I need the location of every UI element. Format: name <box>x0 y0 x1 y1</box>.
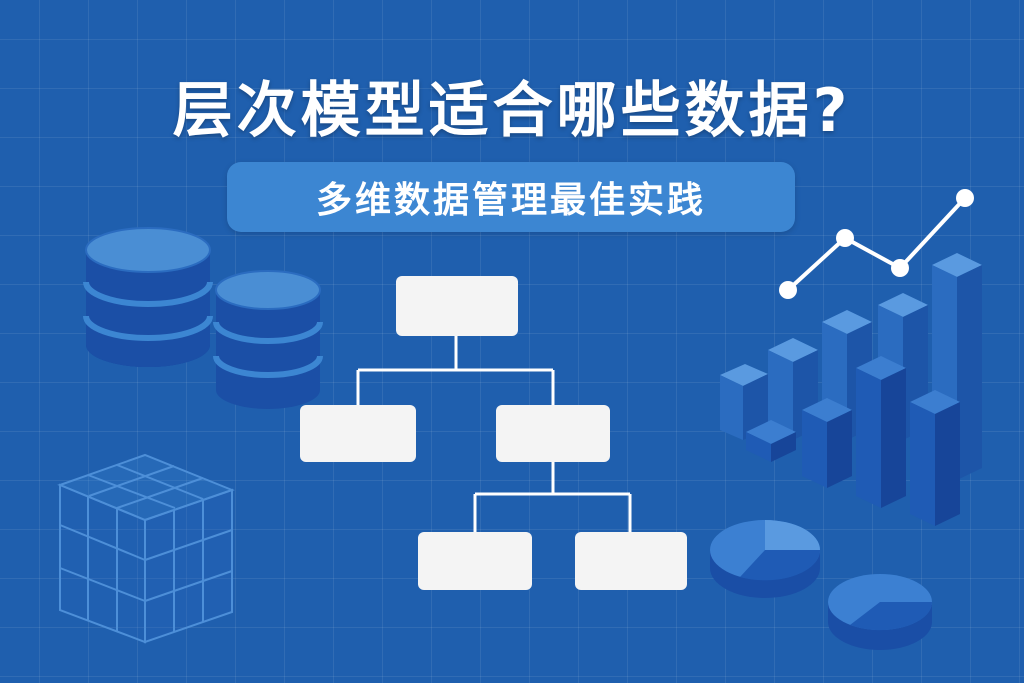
pie-chart-icon <box>710 520 821 598</box>
pie-chart-icon <box>828 574 933 650</box>
subtitle-text: 多维数据管理最佳实践 <box>315 180 706 221</box>
database-icon <box>213 270 323 409</box>
database-icon <box>83 227 213 367</box>
tree-node-leaf-left <box>418 532 532 590</box>
data-cube-icon <box>57 453 235 644</box>
subtitle-banner: 多维数据管理最佳实践 <box>227 162 795 232</box>
page-title: 层次模型适合哪些数据? <box>172 76 852 146</box>
tree-node-right <box>496 405 610 462</box>
bar-chart-3d-icon <box>720 253 982 526</box>
hierarchy-tree-icon <box>300 276 687 590</box>
tree-node-root <box>396 276 518 336</box>
trend-line-icon <box>779 189 974 299</box>
tree-node-left <box>300 405 416 462</box>
tree-node-leaf-right <box>575 532 687 590</box>
